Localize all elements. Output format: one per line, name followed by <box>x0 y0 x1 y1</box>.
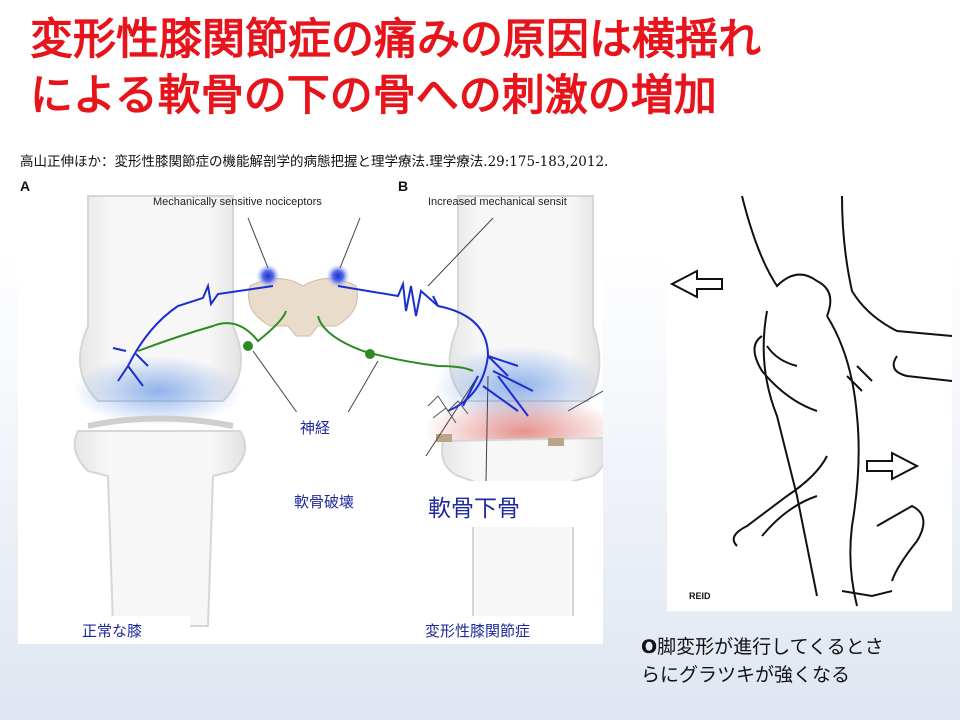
artist-signature: REID <box>689 591 711 601</box>
nerve-label: 神経 <box>300 419 331 437</box>
panel-b-letter: B <box>398 178 409 194</box>
pointer-lines <box>247 217 603 482</box>
normal-knee-label-box: 正常な膝 <box>60 616 190 644</box>
spinal-cord <box>248 264 358 337</box>
cartilage-label-box: 軟骨破壊 <box>278 481 388 519</box>
cartilage-damage <box>427 395 469 424</box>
caption-line-2: らにグラツキが強くなる <box>641 664 851 686</box>
subchondral-label-box: 軟骨下骨 <box>410 481 575 527</box>
knee-nerve-figure: A B Mechanically sensitive nociceptors I… <box>18 176 603 644</box>
sensory-nerve <box>137 310 474 372</box>
caption-line-1: 脚変形が進行してくるとさ <box>657 636 884 658</box>
caption-prefix: O <box>641 636 658 658</box>
nociceptor-nerve <box>112 280 534 417</box>
nerve-label-box: 神経 <box>254 412 354 442</box>
knee-a <box>73 195 247 627</box>
left-arrow-icon <box>669 269 723 299</box>
oa-label-box: 変形性膝関節症 <box>390 616 602 644</box>
leg-drawing-svg: REID <box>669 195 953 607</box>
title-line-1: 変形性膝関節症の痛みの原因は横揺れ <box>30 15 761 65</box>
leg-outline <box>732 195 953 607</box>
slide-caption: O脚変形が進行してくるとさ らにグラツキが強くなる <box>641 633 956 689</box>
cartilage-destruction-label: 軟骨破壊 <box>294 493 355 511</box>
knee-oa-label: 変形性膝関節症 <box>425 622 531 640</box>
subchondral-bone-label: 軟骨下骨 <box>428 496 520 522</box>
nociceptor-label: Mechanically sensitive nociceptors <box>153 196 322 208</box>
panel-a-letter: A <box>20 178 31 194</box>
right-arrow-icon <box>866 451 920 481</box>
normal-knee-label: 正常な膝 <box>82 622 143 640</box>
knee-diagram-svg <box>73 195 603 627</box>
slide-title: 変形性膝関節症の痛みの原因は横揺れ による軟骨の下の骨への刺激の増加 <box>30 12 950 124</box>
lateral-thrust-arrows <box>669 269 920 481</box>
citation: 高山正伸ほか：変形性膝関節症の機能解剖学的病態把握と理学療法.理学療法.29:1… <box>20 154 609 170</box>
increased-sensitivity-label: Increased mechanical sensit <box>428 196 567 208</box>
varus-knee-illustration: REID <box>667 195 953 611</box>
title-line-2: による軟骨の下の骨への刺激の増加 <box>30 71 717 121</box>
